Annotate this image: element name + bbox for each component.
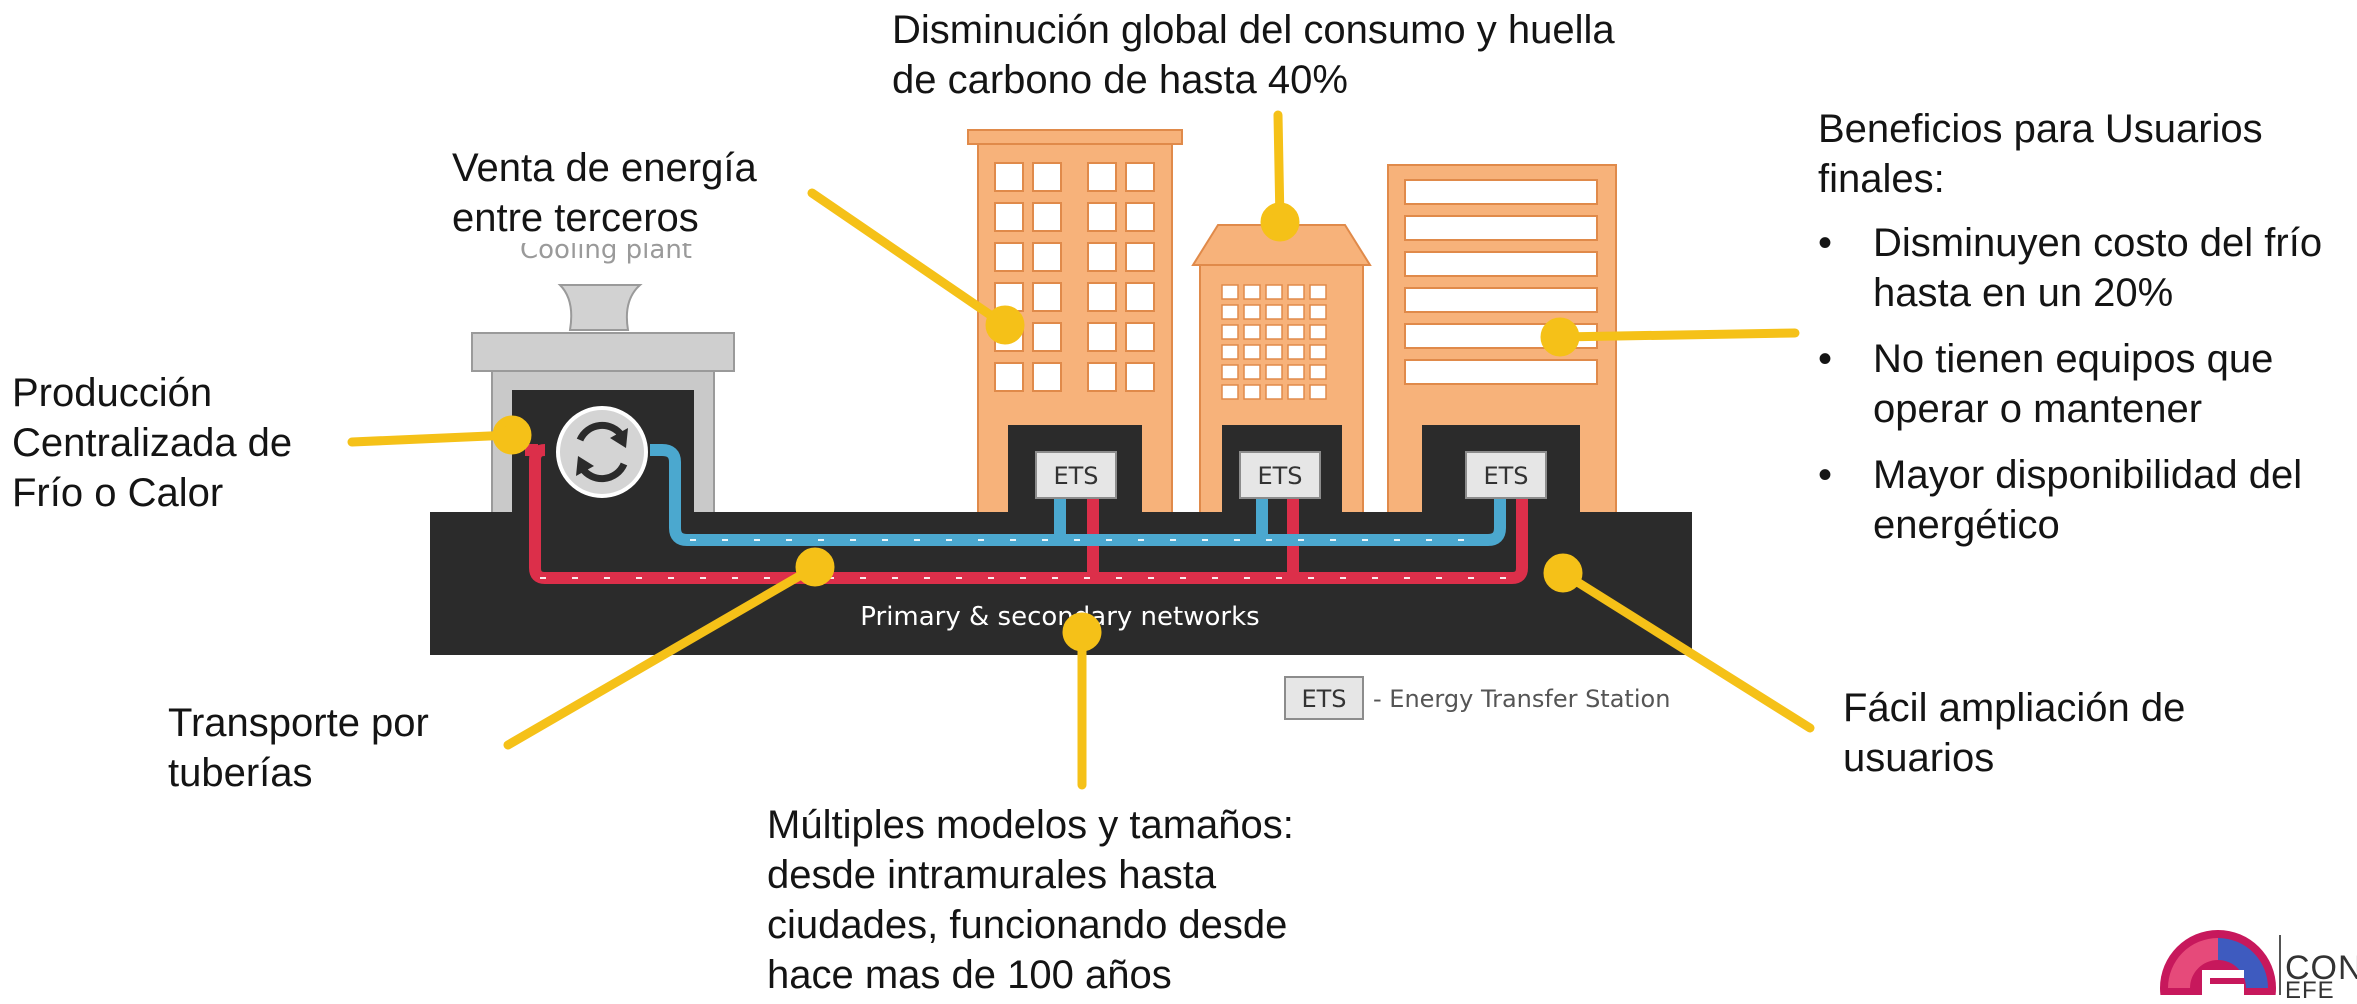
callout-facil: [1558, 568, 1815, 733]
ets-box-2: ETS: [1239, 451, 1321, 499]
label-venta: Venta de energía entre terceros: [452, 143, 757, 243]
ets-legend: ETS - Energy Transfer Station: [1284, 676, 1670, 720]
company-logo: [2160, 930, 2281, 995]
legend-badge: ETS: [1301, 685, 1346, 713]
list-item: Disminuyen costo del frío hasta en un 20…: [1818, 218, 2322, 318]
network-label: Primary & secondary networks: [860, 602, 1259, 632]
callout-transporte: [503, 562, 820, 750]
ets-box-1: ETS: [1035, 451, 1117, 499]
legend-text: - Energy Transfer Station: [1373, 685, 1670, 713]
logo-text-2: EFE: [2285, 977, 2335, 1004]
logo-text: CON: [2285, 949, 2357, 987]
building-1: [967, 129, 1183, 525]
recycle-icon: [556, 406, 648, 498]
list-item: Mayor disponibilidad del energético: [1818, 450, 2322, 550]
label-facil: Fácil ampliación de usuarios: [1843, 686, 2186, 780]
label-produccion: Producción Centralizada de Frío o Calor: [12, 371, 293, 515]
benefits-list: Disminuyen costo del frío hasta en un 20…: [1818, 218, 2322, 550]
label-transporte: Transporte por tuberías: [168, 701, 429, 795]
ets-label: ETS: [1483, 462, 1528, 490]
callout-beneficios: [1555, 328, 1800, 342]
supply-pipe: [650, 444, 1506, 546]
return-pipe: [525, 444, 1528, 584]
callout-produccion: [347, 430, 517, 447]
benefits-panel: Beneficios para Usuarios finales: Dismin…: [1818, 104, 2322, 566]
label-disminucion: Disminución global del consumo y huella …: [892, 8, 1615, 102]
ets-box-3: ETS: [1465, 451, 1547, 499]
ets-label: ETS: [1053, 462, 1098, 490]
callout-venta: [807, 188, 1010, 330]
benefits-heading: Beneficios para Usuarios finales:: [1818, 107, 2263, 201]
ets-label: ETS: [1257, 462, 1302, 490]
list-item: No tienen equipos que operar o mantener: [1818, 334, 2322, 434]
label-multiples: Múltiples modelos y tamaños: desde intra…: [767, 803, 1294, 997]
callouts: [347, 110, 1815, 790]
